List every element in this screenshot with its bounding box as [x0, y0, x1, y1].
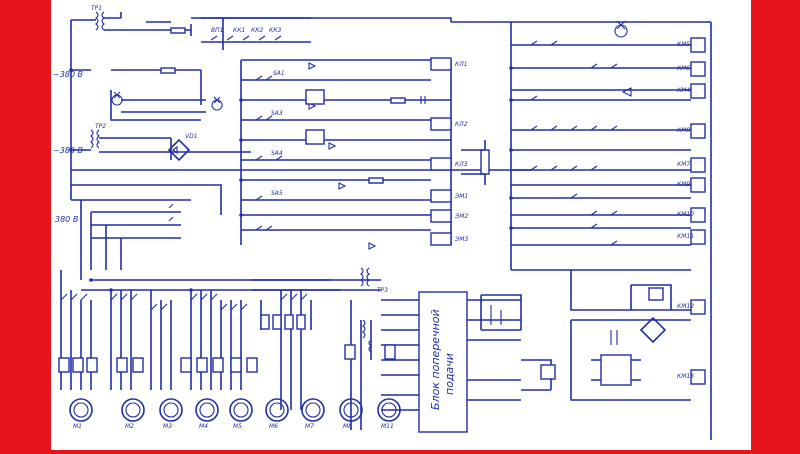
- relay-coils-right: КМ5 КМ6 КМ4 КМ8 КМ7 КМ9 КМ10 КМ11 КМ12 К…: [677, 37, 706, 385]
- motor-m11: М11: [377, 398, 401, 430]
- control-circuit-right: [451, 20, 712, 440]
- motor-m3: М3: [159, 398, 183, 430]
- motor-m6: М6: [265, 398, 289, 430]
- svg-text:КК2: КК2: [251, 27, 264, 34]
- transformer-tr2: ТР2: [90, 123, 106, 149]
- transformer-tr1: ТР1: [91, 5, 105, 31]
- svg-text:КМ7: КМ7: [677, 161, 690, 168]
- block-title-line1: Блок поперечной: [429, 309, 442, 410]
- transverse-feed-block: Блок поперечной подачи: [418, 291, 468, 433]
- svg-text:SA5: SA5: [271, 190, 283, 197]
- svg-text:SA1: SA1: [273, 70, 285, 77]
- svg-text:КК1: КК1: [233, 27, 245, 34]
- junction-dots: [69, 66, 513, 292]
- supply-label-1: ~380 В: [53, 70, 83, 79]
- power-section: [58, 270, 396, 410]
- motor-m2: М2: [121, 398, 145, 430]
- svg-text:ТР2: ТР2: [95, 123, 106, 130]
- svg-text:ЭМ1: ЭМ1: [454, 193, 468, 200]
- svg-text:КМ6: КМ6: [677, 65, 690, 72]
- svg-text:КМ12: КМ12: [677, 303, 694, 310]
- svg-text:ВП1: ВП1: [211, 27, 223, 34]
- svg-text:КМ13: КМ13: [677, 373, 694, 380]
- svg-text:ЭМ3: ЭМ3: [454, 236, 468, 243]
- motor-m4: М4: [195, 398, 219, 430]
- svg-text:КЛ2: КЛ2: [455, 121, 468, 128]
- relay-coils-mid: КЛ1 КЛ2 КЛ3 ЭМ1 ЭМ2 ЭМ3: [430, 57, 468, 246]
- tr1-label: ТР1: [91, 5, 102, 12]
- svg-text:SA3: SA3: [271, 110, 283, 117]
- svg-text:М11: М11: [381, 423, 394, 430]
- svg-text:М3: М3: [163, 423, 172, 430]
- svg-text:М5: М5: [233, 423, 242, 430]
- svg-text:VD1: VD1: [185, 133, 198, 140]
- block-title-line2: подачи: [443, 353, 456, 395]
- motor-row: М1 М2 М3 М4 М5 М6 М7 М8 М11: [69, 398, 401, 430]
- control-circuit-middle: SA1 SA3 SA4 SA5: [240, 59, 452, 250]
- motor-m7: М7: [301, 398, 325, 430]
- svg-text:SA4: SA4: [271, 150, 283, 157]
- svg-text:КМ8: КМ8: [677, 127, 690, 134]
- svg-text:КМ5: КМ5: [677, 41, 690, 48]
- motor-m5: М5: [229, 398, 253, 430]
- electrical-schematic: ТР1 ВП1 КК1 КК2 КК3 ~380 В ~380 В 380 В: [53, 5, 712, 440]
- svg-text:М8: М8: [343, 423, 352, 430]
- svg-text:М6: М6: [269, 423, 278, 430]
- transformer-tr3: ТР3: [360, 267, 388, 294]
- svg-text:КЛ3: КЛ3: [455, 161, 468, 168]
- svg-text:КМ10: КМ10: [677, 211, 694, 218]
- svg-text:КМ11: КМ11: [677, 233, 694, 240]
- svg-text:КЛ1: КЛ1: [455, 61, 468, 68]
- svg-text:М4: М4: [199, 423, 208, 430]
- svg-text:КК3: КК3: [269, 27, 282, 34]
- svg-text:М2: М2: [125, 423, 134, 430]
- motor-m1: М1: [69, 398, 93, 430]
- svg-text:КМ9: КМ9: [677, 181, 690, 188]
- supply-label-2: ~380 В: [53, 146, 83, 155]
- top-contacts: ВП1 КК1 КК2 КК3: [201, 27, 311, 43]
- motor-m8: М8: [339, 398, 363, 430]
- svg-text:М7: М7: [305, 423, 314, 430]
- schematic-sheet: ТР1 ВП1 КК1 КК2 КК3 ~380 В ~380 В 380 В: [51, 0, 751, 450]
- diode-bridge-vd1: VD1: [167, 133, 198, 162]
- svg-text:КМ4: КМ4: [677, 87, 690, 94]
- svg-text:ТР3: ТР3: [377, 287, 388, 294]
- svg-text:ЭМ2: ЭМ2: [454, 213, 468, 220]
- supply-label-3: 380 В: [55, 215, 78, 224]
- svg-text:М1: М1: [73, 423, 82, 430]
